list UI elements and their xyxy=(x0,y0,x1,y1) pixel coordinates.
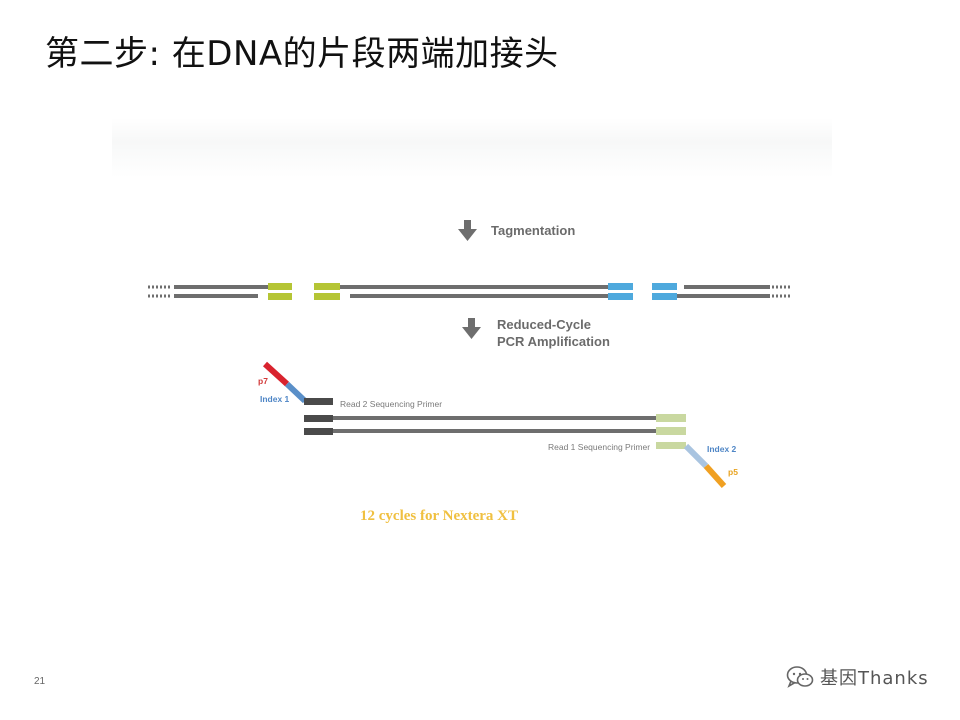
index1-label: Index 1 xyxy=(260,394,290,404)
index1-segment xyxy=(284,381,308,404)
watermark: 基因Thanks xyxy=(786,660,936,694)
blue-adapter-middle xyxy=(608,283,633,300)
read2-primer-label: Read 2 Sequencing Primer xyxy=(340,399,443,409)
down-arrow-icon xyxy=(462,318,481,339)
index2-segment xyxy=(683,443,709,469)
index2-label: Index 2 xyxy=(707,444,737,454)
watermark-text: 基因Thanks xyxy=(820,668,929,689)
blue-adapter-right xyxy=(652,283,677,300)
p7-adapter-segment xyxy=(262,361,290,387)
left-dark-block-top xyxy=(304,415,333,422)
pcr-label-line2: PCR Amplification xyxy=(497,334,610,349)
tagmentation-label: Tagmentation xyxy=(491,223,576,238)
dna-fragment-middle xyxy=(340,285,608,298)
p5-label: p5 xyxy=(728,467,738,477)
pcr-label-line1: Reduced-Cycle xyxy=(497,317,591,332)
green-adapter-middle xyxy=(314,283,340,300)
wechat-icon xyxy=(786,666,814,688)
dna-dotted-end-right xyxy=(772,285,792,298)
green-adapter-left xyxy=(268,283,292,300)
p7-label: p7 xyxy=(258,376,268,386)
dna-dotted-end-left xyxy=(148,285,172,298)
down-arrow-icon xyxy=(458,220,477,241)
left-dark-block-bottom xyxy=(304,428,333,435)
dna-fragment-left xyxy=(174,285,268,298)
right-green-block-bottom xyxy=(656,427,686,435)
p5-adapter-segment xyxy=(703,463,727,489)
figure-background xyxy=(112,118,832,178)
read2-primer-block xyxy=(304,398,333,405)
read1-primer-label: Read 1 Sequencing Primer xyxy=(548,442,651,452)
dna-fragment-right xyxy=(677,285,770,298)
cycles-note: 12 cycles for Nextera XT xyxy=(360,508,518,524)
page-number: 21 xyxy=(34,676,46,687)
right-green-block-top xyxy=(656,414,686,422)
slide-title: 第二步: 在DNA的片段两端加接头 xyxy=(45,34,559,74)
read1-primer-block xyxy=(656,442,686,449)
